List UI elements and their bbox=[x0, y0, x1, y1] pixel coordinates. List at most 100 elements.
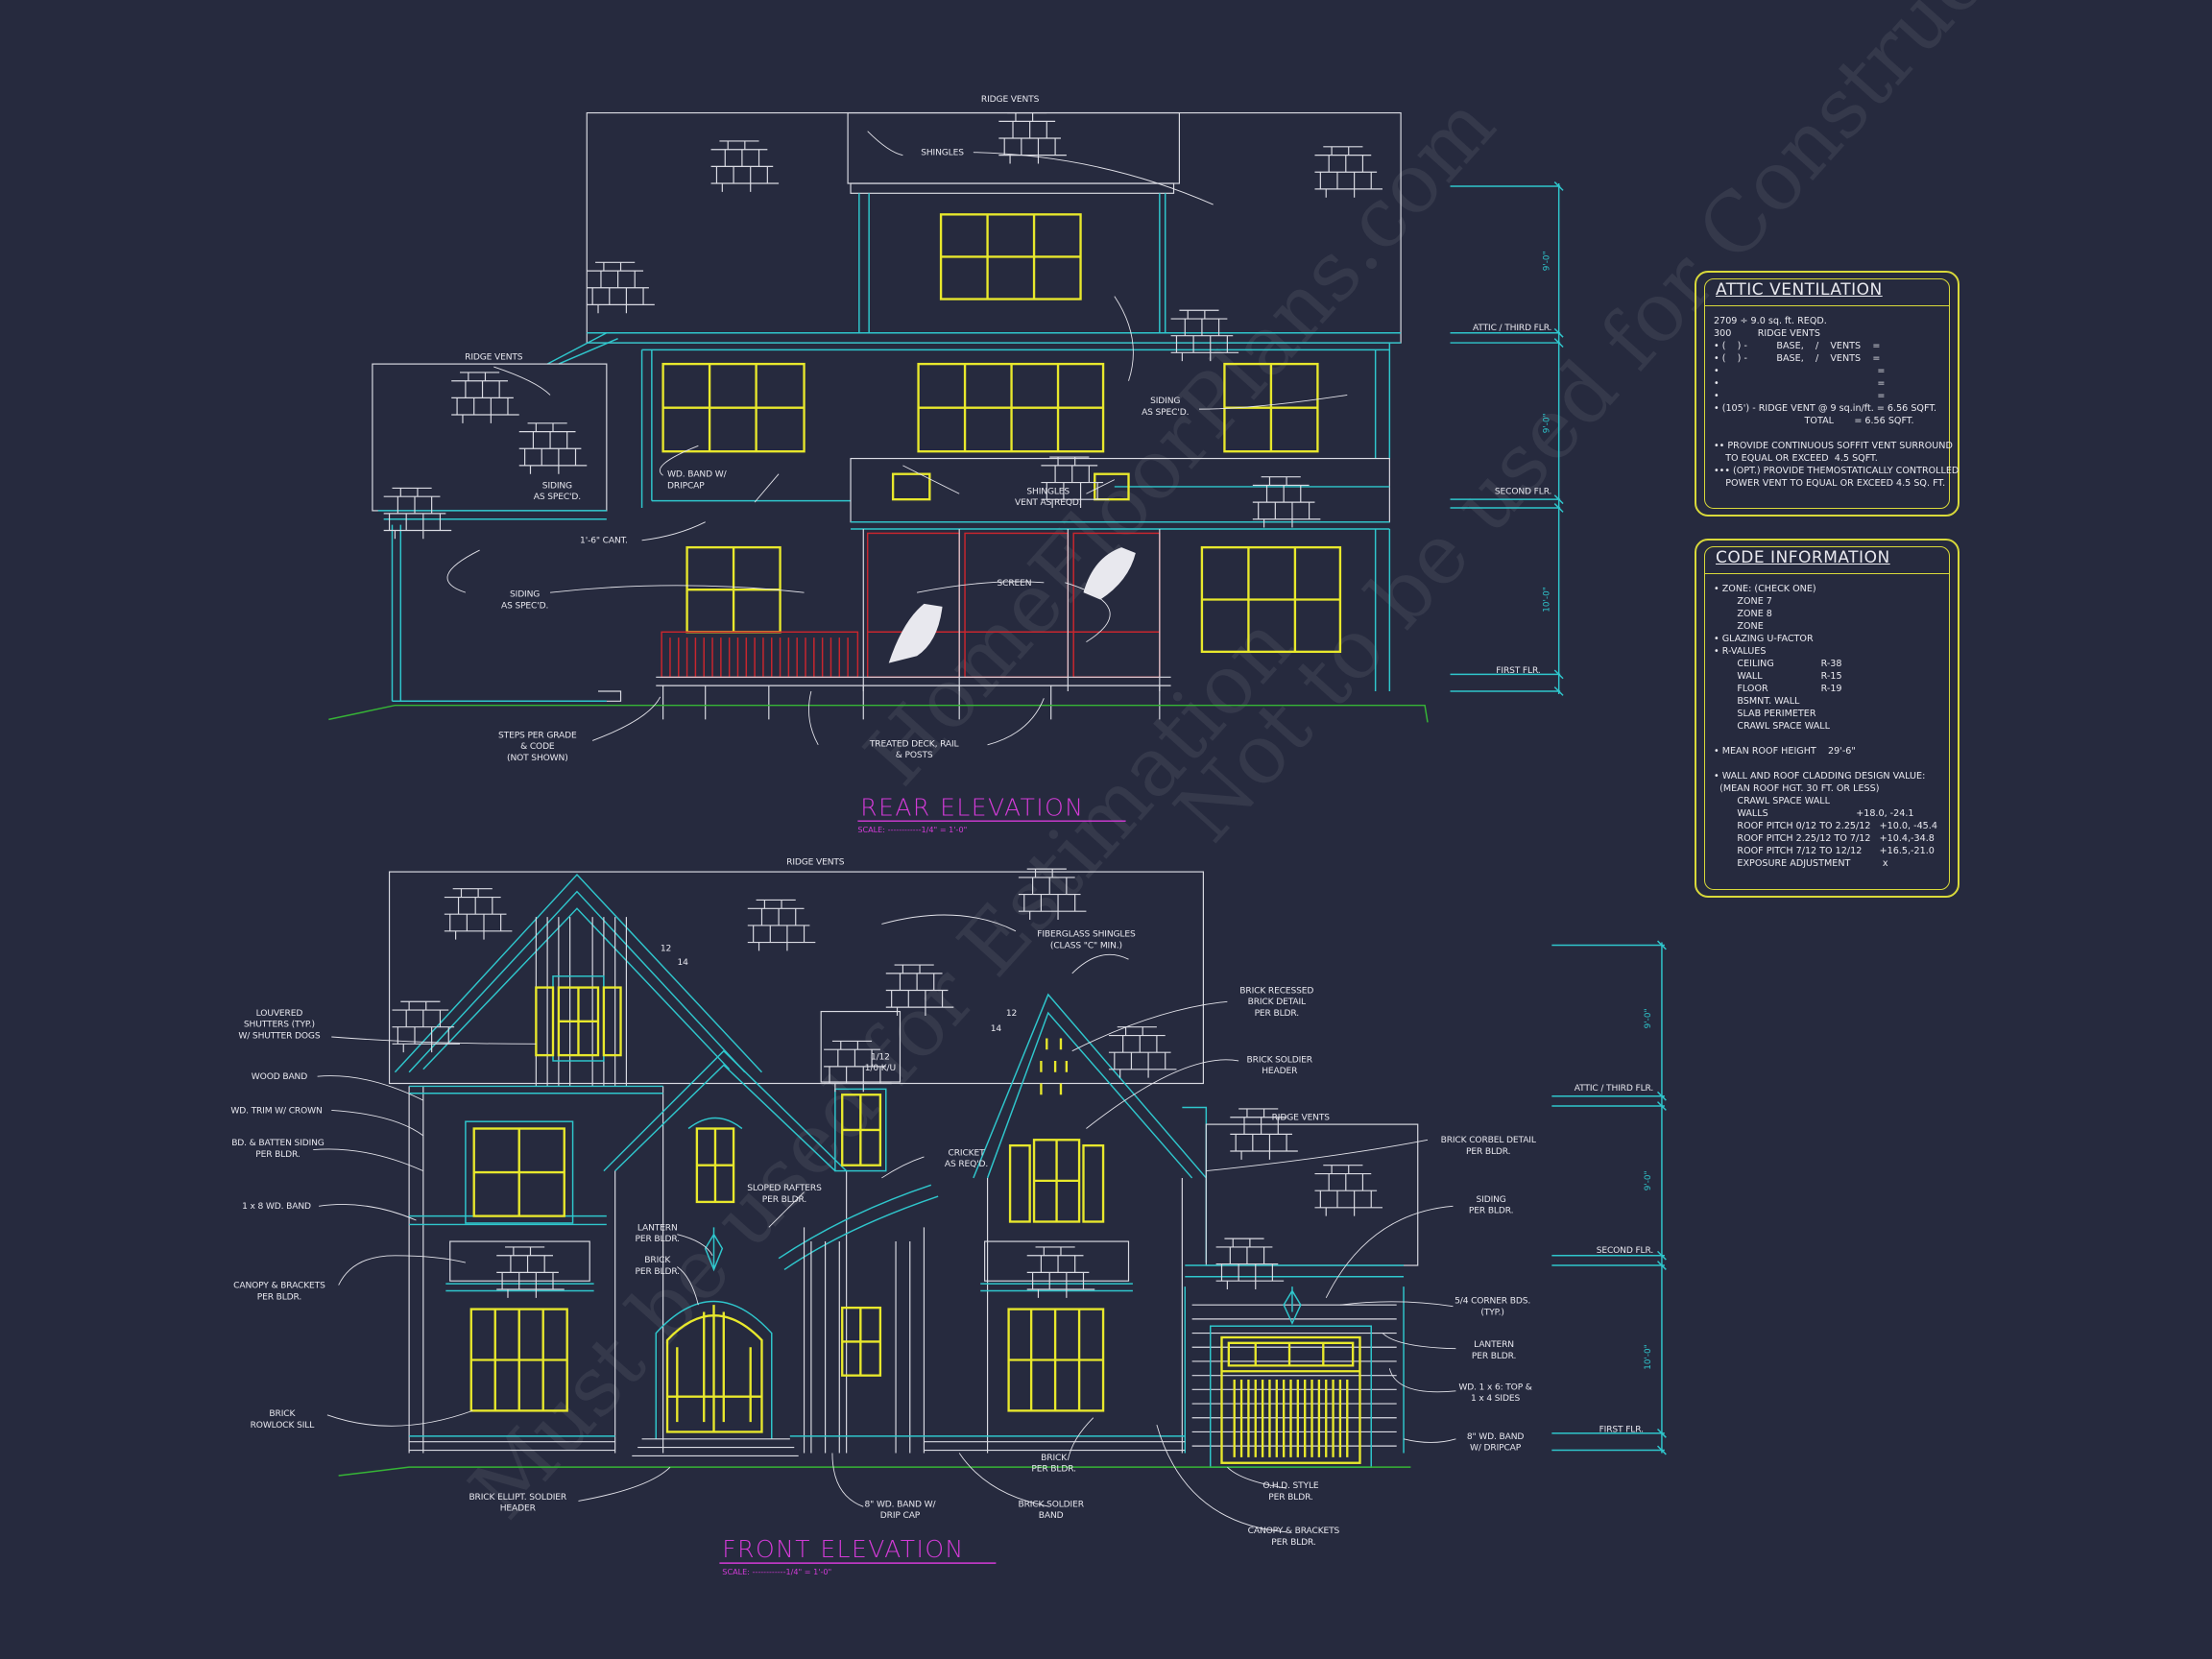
callout-front-soldier-band-0: BRICK SOLDIER bbox=[1018, 1500, 1084, 1509]
callout-rear-shingles: SHINGLES bbox=[921, 149, 964, 158]
screen-porch bbox=[862, 529, 1161, 691]
deck-rail bbox=[598, 631, 1171, 720]
callout-front-drip-cap-0: 8" WD. BAND W/ bbox=[865, 1500, 937, 1509]
callout-front-brick-corbel-1: PER BLDR. bbox=[1466, 1147, 1510, 1157]
front-level-markers bbox=[1551, 940, 1667, 1455]
rear-window-second-left bbox=[661, 362, 805, 453]
callout-front-ellipt-header-0: BRICK ELLIPT. SOLDIER bbox=[469, 1493, 566, 1503]
callout-rear-levels-second: SECOND FLR. bbox=[1495, 487, 1551, 496]
callout-rear-siding-left-upper-1: AS SPEC'D. bbox=[534, 493, 581, 502]
panel-border bbox=[1704, 278, 1950, 509]
note-line: 2709 ÷ 9.0 sq. ft. REQD. bbox=[1714, 316, 1827, 326]
callout-front-louvered-shutters-1: SHUTTERS (TYP.) bbox=[244, 1021, 315, 1030]
dimension-front-dims-1: 9'-0" bbox=[1644, 1170, 1653, 1190]
callout-front-brick-recessed-2: PER BLDR. bbox=[1255, 1009, 1299, 1019]
callout-rear-siding-lower-1: AS SPEC'D. bbox=[501, 601, 548, 611]
front-windows bbox=[445, 975, 1133, 1412]
note-line: • = bbox=[1714, 378, 1886, 389]
callout-front-brick-left-1: PER BLDR. bbox=[636, 1267, 680, 1277]
callout-front-siding-right-0: SIDING bbox=[1477, 1195, 1506, 1205]
attic-ventilation-panel: ATTIC VENTILATION 2709 ÷ 9.0 sq. ft. REQ… bbox=[1695, 271, 1960, 517]
callout-front-canopy-garage-1: PER BLDR. bbox=[1271, 1538, 1315, 1548]
note-line: ROOF PITCH 0/12 TO 2.25/12 +10.0, -45.4 bbox=[1714, 821, 1937, 831]
callout-front-ohd-0: O.H.D. STYLE bbox=[1262, 1481, 1318, 1491]
callout-front-rowlock-sill-0: BRICK bbox=[269, 1409, 296, 1419]
note-line: CRAWL SPACE WALL bbox=[1714, 721, 1830, 732]
note-line: CRAWL SPACE WALL bbox=[1714, 796, 1830, 806]
callout-front-brick-soldier-header-1: HEADER bbox=[1262, 1067, 1298, 1076]
callout-front-fiberglass-shingles-1: (CLASS "C" MIN.) bbox=[1050, 941, 1122, 950]
callout-front-brick-corbel-0: BRICK CORBEL DETAIL bbox=[1441, 1136, 1537, 1145]
note-line: EXPOSURE ADJUSTMENT x bbox=[1714, 858, 1888, 869]
panel-divider bbox=[1704, 305, 1950, 306]
callout-front-soldier-band-1: BAND bbox=[1039, 1511, 1064, 1521]
callout-front-louvered-shutters-0: LOUVERED bbox=[256, 1009, 303, 1019]
note-line: SLAB PERIMETER bbox=[1714, 709, 1816, 719]
callout-front-ridge-vents-top: RIDGE VENTS bbox=[786, 858, 845, 868]
callout-front-sloped-rafters-0: SLOPED RAFTERS bbox=[747, 1184, 822, 1193]
dimension-front-dims-0: 9'-0" bbox=[1644, 1008, 1653, 1028]
callout-front-ellipt-header-1: HEADER bbox=[500, 1504, 537, 1514]
note-line: • ( ) - BASE, / VENTS = bbox=[1714, 341, 1881, 351]
callout-front-wd-trim-garage-0: WD. 1 x 6: TOP & bbox=[1458, 1382, 1531, 1392]
dimension-rear-dims-2: 10'-0" bbox=[1542, 587, 1551, 612]
callout-front-cricket-0: CRICKET bbox=[949, 1148, 986, 1158]
svg-text:Not to be used for Constructio: Not to be used for Construction bbox=[1158, 0, 2111, 860]
callout-rear-deck-0: TREATED DECK, RAIL bbox=[869, 739, 960, 749]
callout-front-louvered-shutters-2: W/ SHUTTER DOGS bbox=[238, 1031, 320, 1041]
note-line bbox=[1714, 733, 1944, 745]
callout-front-wd-band-8-0: 8" WD. BAND bbox=[1467, 1432, 1525, 1442]
callout-front-canopy-left-1: PER BLDR. bbox=[257, 1292, 301, 1302]
callout-front-siding-right-1: PER BLDR. bbox=[1469, 1207, 1513, 1216]
dimension-rear-dims-0: 9'-0" bbox=[1542, 251, 1551, 271]
callout-front-wd-trim: WD. TRIM W/ CROWN bbox=[230, 1106, 322, 1116]
note-line: • WALL AND ROOF CLADDING DESIGN VALUE: bbox=[1714, 771, 1926, 781]
note-line: 300 RIDGE VENTS bbox=[1714, 328, 1820, 339]
code-information-title: CODE INFORMATION bbox=[1716, 548, 1890, 567]
note-line bbox=[1714, 427, 1944, 440]
callout-front-brick-recessed-0: BRICK RECESSED bbox=[1239, 986, 1313, 996]
callout-rear-steps-2: (NOT SHOWN) bbox=[507, 754, 568, 763]
callout-front-brick-left-0: BRICK bbox=[644, 1256, 671, 1265]
callout-front-wd-trim-garage-1: 1 x 4 SIDES bbox=[1471, 1394, 1520, 1404]
note-line: WALLS +18.0, -24.1 bbox=[1714, 808, 1914, 819]
note-line: (MEAN ROOF HGT. 30 FT. OR LESS) bbox=[1714, 783, 1880, 794]
attic-ventilation-notes: 2709 ÷ 9.0 sq. ft. REQD. 300 RIDGE VENTS •… bbox=[1714, 315, 1959, 490]
callout-front-ohd-1: PER BLDR. bbox=[1268, 1493, 1312, 1503]
callout-front-levels-first: FIRST FLR. bbox=[1599, 1425, 1644, 1434]
rear-window-first-right bbox=[1200, 545, 1342, 654]
note-line: •• PROVIDE CONTINUOUS SOFFIT VENT SURROU… bbox=[1714, 441, 1953, 451]
panel-divider bbox=[1704, 573, 1950, 574]
callout-front-batten-siding-0: BD. & BATTEN SIDING bbox=[231, 1139, 325, 1148]
callout-front-wd-band-1x8: 1 x 8 WD. BAND bbox=[242, 1202, 311, 1212]
scale-note-rear-scale: SCALE: ------------1/4" = 1'-0" bbox=[857, 825, 967, 834]
rear-window-second-center bbox=[917, 362, 1105, 453]
rear-window-first-left bbox=[685, 545, 781, 634]
elevation-title-rear-title: REAR ELEVATION bbox=[860, 793, 1084, 821]
note-line: TO EQUAL OR EXCEED 4.5 SQFT. bbox=[1714, 453, 1878, 464]
callout-rear-siding-right-upper-0: SIDING bbox=[1150, 397, 1180, 406]
callout-rear-wd-band-0: WD. BAND W/ bbox=[667, 470, 728, 480]
callout-rear-steps-1: & CODE bbox=[520, 742, 555, 752]
note-line: ROOF PITCH 2.25/12 TO 7/12 +10.4,-34.8 bbox=[1714, 833, 1935, 844]
code-information-panel: CODE INFORMATION • ZONE: (CHECK ONE) ZON… bbox=[1695, 539, 1960, 898]
callout-front-brick-center-0: BRICK bbox=[1041, 1454, 1068, 1463]
front-garage-door bbox=[1210, 1325, 1372, 1468]
note-line: CEILING R-38 bbox=[1714, 659, 1842, 669]
callout-front-brick-soldier-header-0: BRICK SOLDIER bbox=[1247, 1055, 1313, 1065]
note-line: ZONE 8 bbox=[1714, 609, 1772, 619]
callout-rear-siding-lower-0: SIDING bbox=[510, 590, 540, 600]
callout-front-wd-band-8-1: W/ DRIPCAP bbox=[1470, 1444, 1522, 1454]
rear-window-third bbox=[939, 213, 1082, 301]
note-line: BSMNT. WALL bbox=[1714, 696, 1800, 707]
panel-border bbox=[1704, 546, 1950, 890]
callout-front-corner-bds-1: (TYP.) bbox=[1480, 1308, 1503, 1317]
callout-front-pitch-right-0: 12 bbox=[1006, 1009, 1017, 1019]
callout-front-brick-center-1: PER BLDR. bbox=[1031, 1465, 1075, 1475]
callout-front-batten-siding-1: PER BLDR. bbox=[255, 1150, 300, 1160]
note-line: ZONE bbox=[1714, 621, 1764, 632]
callout-front-brick-recessed-1: BRICK DETAIL bbox=[1248, 998, 1307, 1007]
